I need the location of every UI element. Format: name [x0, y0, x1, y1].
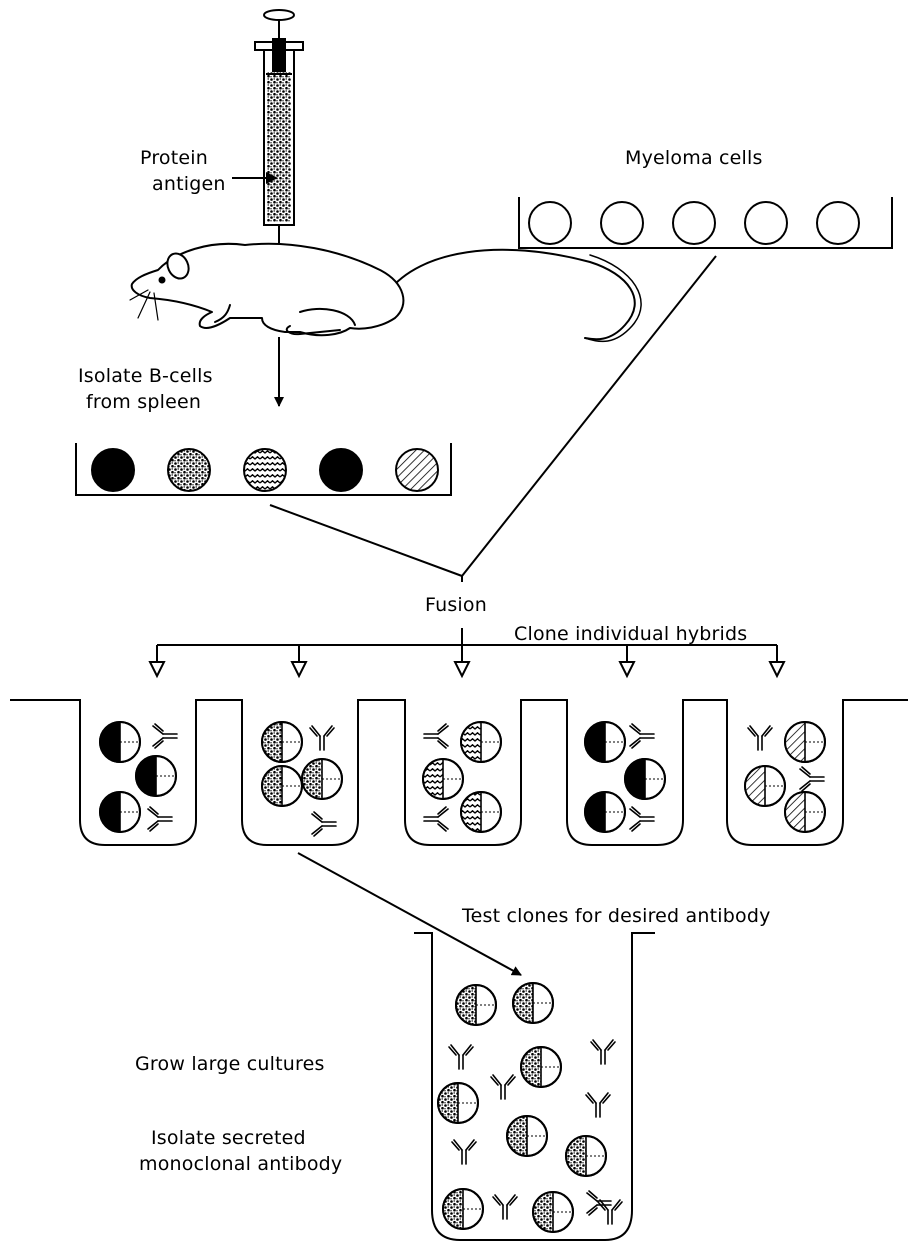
- hybridoma-icon: [460, 721, 502, 763]
- hybridoma-icon: [584, 721, 626, 763]
- bcell-tray: [75, 443, 452, 496]
- antibody-icon: [423, 723, 449, 749]
- label-isolate-antibody: Isolate secreted monoclonal antibody: [139, 1125, 342, 1177]
- hybridoma-icon: [422, 758, 464, 800]
- antibody-icon: [799, 766, 825, 792]
- hybridoma-icon: [532, 1191, 574, 1233]
- hybridoma-icon: [261, 765, 303, 807]
- hybridoma-icon: [437, 1082, 479, 1124]
- myeloma-cell: [672, 201, 716, 245]
- bcell-solid: [319, 448, 363, 492]
- hollow-arrow-icon: [148, 661, 166, 679]
- fusion-lines: [157, 255, 777, 662]
- hybridoma-icon: [442, 1188, 484, 1230]
- hybridoma-icon: [512, 982, 554, 1024]
- label-fusion: Fusion: [425, 594, 487, 616]
- hollow-arrow-icon: [453, 661, 471, 679]
- hollow-arrow-icon: [618, 661, 636, 679]
- hybridoma-icon: [455, 984, 497, 1026]
- label-isolate-bcells-line2: from spleen: [86, 391, 202, 413]
- hybridoma-icon: [565, 1135, 607, 1177]
- antibody-icon: [490, 1074, 516, 1100]
- hollow-arrow-icon: [768, 661, 786, 679]
- myeloma-cell: [600, 201, 644, 245]
- antibody-icon: [423, 806, 449, 832]
- myeloma-cell: [816, 201, 860, 245]
- antibody-icon: [309, 725, 335, 751]
- hybridoma-icon: [99, 791, 141, 833]
- label-grow-cultures: Grow large cultures: [135, 1053, 325, 1075]
- antibody-icon: [448, 1044, 474, 1070]
- label-test-clones: Test clones for desired antibody: [462, 905, 771, 927]
- hybridoma-icon: [261, 721, 303, 763]
- culture-flask: [414, 932, 655, 1241]
- label-clone-hybrids: Clone individual hybrids: [514, 623, 748, 645]
- label-isolate-bcells: Isolate B-cells from spleen: [78, 363, 213, 415]
- syringe-icon: [254, 9, 304, 330]
- antibody-icon: [747, 725, 773, 751]
- hybridoma-icon: [506, 1115, 548, 1157]
- antibody-icon: [451, 1139, 477, 1165]
- antibody-icon: [311, 811, 337, 837]
- myeloma-cell: [744, 201, 788, 245]
- antibody-icon: [147, 806, 173, 832]
- label-isolate-antibody-line2: monoclonal antibody: [139, 1153, 343, 1175]
- label-protein-antigen-line1: Protein: [140, 147, 209, 169]
- bcell-hatch: [395, 448, 439, 492]
- bcell-stipple: [167, 448, 211, 492]
- mouse-icon: [129, 242, 642, 343]
- hybridoma-icon: [784, 791, 826, 833]
- hybridoma-icon: [584, 791, 626, 833]
- myeloma-tray: [518, 197, 893, 249]
- antibody-icon: [629, 723, 655, 749]
- hybridoma-icon: [744, 765, 786, 807]
- well-plate: [10, 699, 908, 846]
- bcell-wavy: [243, 448, 287, 492]
- hybridoma-icon: [784, 721, 826, 763]
- antibody-icon: [152, 723, 178, 749]
- arrow-test-to-culture: [297, 852, 522, 976]
- hybridoma-icon: [301, 758, 343, 800]
- hybridoma-icon: [99, 721, 141, 763]
- bcell-solid: [91, 448, 135, 492]
- hybridoma-icon: [624, 758, 666, 800]
- arrow-antigen-pointer: [232, 172, 278, 184]
- label-isolate-antibody-line1: Isolate secreted: [151, 1127, 306, 1149]
- antibody-icon: [629, 806, 655, 832]
- antibody-icon: [492, 1194, 518, 1220]
- antibody-icon: [590, 1039, 616, 1065]
- myeloma-cell: [528, 201, 572, 245]
- label-protein-antigen: Protein antigen: [140, 145, 226, 197]
- hybridoma-icon: [460, 791, 502, 833]
- label-protein-antigen-line2: antigen: [152, 173, 226, 195]
- label-myeloma-cells: Myeloma cells: [625, 147, 763, 169]
- hollow-arrow-icon: [290, 661, 308, 679]
- hybridoma-icon: [520, 1046, 562, 1088]
- label-isolate-bcells-line1: Isolate B-cells: [78, 365, 213, 387]
- antibody-icon: [597, 1199, 623, 1225]
- hybridoma-icon: [135, 755, 177, 797]
- antibody-icon: [585, 1092, 611, 1118]
